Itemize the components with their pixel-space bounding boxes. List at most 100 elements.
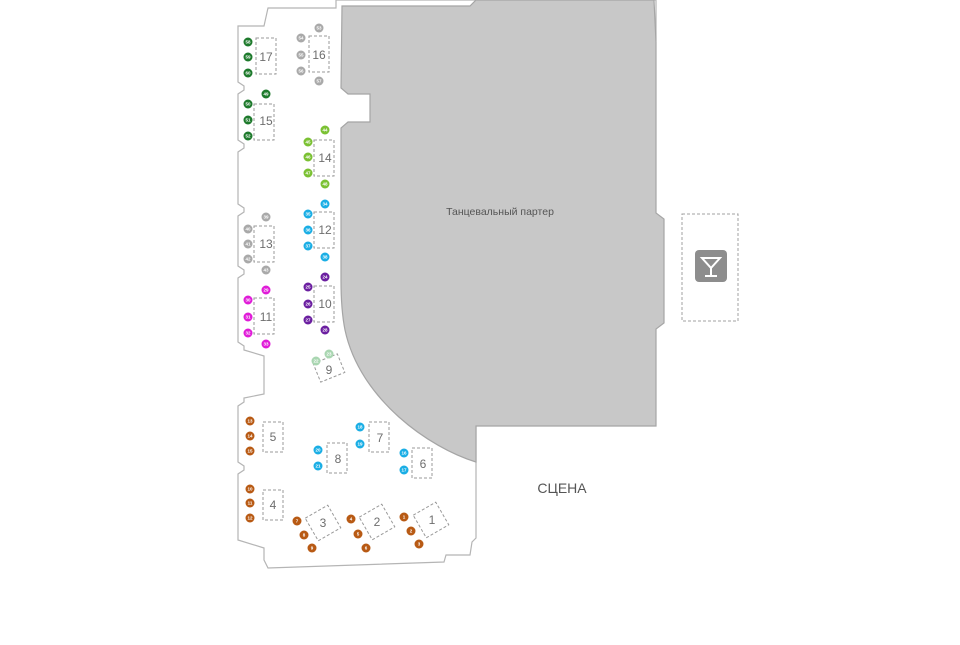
- seat-10[interactable]: 10: [245, 484, 255, 494]
- table-box[interactable]: [368, 421, 390, 453]
- seat-marker[interactable]: [320, 325, 330, 335]
- seat-18[interactable]: 18: [355, 422, 365, 432]
- seat-marker[interactable]: [243, 131, 253, 141]
- seat-marker[interactable]: [324, 349, 334, 359]
- seat-57[interactable]: 57: [314, 76, 324, 86]
- seat-42[interactable]: 42: [243, 254, 253, 264]
- seat-marker[interactable]: [399, 448, 409, 458]
- seat-1[interactable]: 1: [399, 512, 409, 522]
- seat-59[interactable]: 59: [243, 52, 253, 62]
- seat-marker[interactable]: [320, 179, 330, 189]
- seat-marker[interactable]: [311, 356, 321, 366]
- seat-marker[interactable]: [296, 50, 306, 60]
- seat-marker[interactable]: [303, 225, 313, 235]
- table-box[interactable]: [255, 37, 277, 75]
- table-box[interactable]: [313, 139, 335, 177]
- seat-marker[interactable]: [303, 241, 313, 251]
- seat-marker[interactable]: [243, 99, 253, 109]
- seat-39[interactable]: 39: [261, 212, 271, 222]
- seat-marker[interactable]: [261, 89, 271, 99]
- seat-marker[interactable]: [355, 422, 365, 432]
- seat-22[interactable]: 22: [311, 356, 321, 366]
- seat-52[interactable]: 52: [243, 131, 253, 141]
- table-box[interactable]: [358, 503, 396, 541]
- seat-36[interactable]: 36: [303, 225, 313, 235]
- seat-27[interactable]: 27: [303, 315, 313, 325]
- seat-marker[interactable]: [261, 339, 271, 349]
- seat-marker[interactable]: [245, 416, 255, 426]
- seat-53[interactable]: 53: [314, 23, 324, 33]
- seat-marker[interactable]: [243, 115, 253, 125]
- seat-43[interactable]: 43: [261, 265, 271, 275]
- seat-marker[interactable]: [320, 252, 330, 262]
- table-box[interactable]: [253, 103, 275, 141]
- seat-marker[interactable]: [303, 152, 313, 162]
- seat-marker[interactable]: [245, 484, 255, 494]
- seat-marker[interactable]: [303, 168, 313, 178]
- seat-marker[interactable]: [243, 52, 253, 62]
- seat-21[interactable]: 21: [313, 461, 323, 471]
- table-box[interactable]: [253, 297, 275, 335]
- seat-marker[interactable]: [243, 68, 253, 78]
- seat-marker[interactable]: [353, 529, 363, 539]
- seat-60[interactable]: 60: [243, 68, 253, 78]
- seat-marker[interactable]: [406, 526, 416, 536]
- seat-47[interactable]: 47: [303, 168, 313, 178]
- seat-56[interactable]: 56: [296, 66, 306, 76]
- seat-marker[interactable]: [414, 539, 424, 549]
- seat-19[interactable]: 19: [355, 439, 365, 449]
- seat-26[interactable]: 26: [303, 299, 313, 309]
- seat-marker[interactable]: [307, 543, 317, 553]
- seat-marker[interactable]: [361, 543, 371, 553]
- seat-40[interactable]: 40: [243, 224, 253, 234]
- seat-marker[interactable]: [245, 513, 255, 523]
- seat-11[interactable]: 11: [245, 498, 255, 508]
- seat-marker[interactable]: [320, 125, 330, 135]
- seat-marker[interactable]: [313, 461, 323, 471]
- seat-29[interactable]: 29: [261, 285, 271, 295]
- seat-marker[interactable]: [245, 431, 255, 441]
- table-box[interactable]: [253, 225, 275, 263]
- seat-marker[interactable]: [303, 315, 313, 325]
- seat-marker[interactable]: [399, 465, 409, 475]
- table-box[interactable]: [262, 421, 284, 453]
- seat-marker[interactable]: [245, 498, 255, 508]
- seat-marker[interactable]: [314, 76, 324, 86]
- seat-9[interactable]: 9: [307, 543, 317, 553]
- seat-12[interactable]: 12: [245, 513, 255, 523]
- seat-marker[interactable]: [261, 265, 271, 275]
- seat-3[interactable]: 3: [414, 539, 424, 549]
- seat-35[interactable]: 35: [303, 209, 313, 219]
- seat-55[interactable]: 55: [296, 50, 306, 60]
- seat-34[interactable]: 34: [320, 199, 330, 209]
- seat-8[interactable]: 8: [299, 530, 309, 540]
- seat-45[interactable]: 45: [303, 137, 313, 147]
- seat-4[interactable]: 4: [346, 514, 356, 524]
- table-box[interactable]: [313, 285, 335, 323]
- seat-15[interactable]: 15: [245, 446, 255, 456]
- seat-marker[interactable]: [292, 516, 302, 526]
- seat-marker[interactable]: [355, 439, 365, 449]
- seat-marker[interactable]: [261, 285, 271, 295]
- seat-50[interactable]: 50: [243, 99, 253, 109]
- seat-5[interactable]: 5: [353, 529, 363, 539]
- table-box[interactable]: [412, 501, 450, 539]
- seat-48[interactable]: 48: [320, 179, 330, 189]
- table-box[interactable]: [262, 489, 284, 521]
- seat-marker[interactable]: [261, 212, 271, 222]
- seat-marker[interactable]: [245, 446, 255, 456]
- seat-13[interactable]: 13: [245, 416, 255, 426]
